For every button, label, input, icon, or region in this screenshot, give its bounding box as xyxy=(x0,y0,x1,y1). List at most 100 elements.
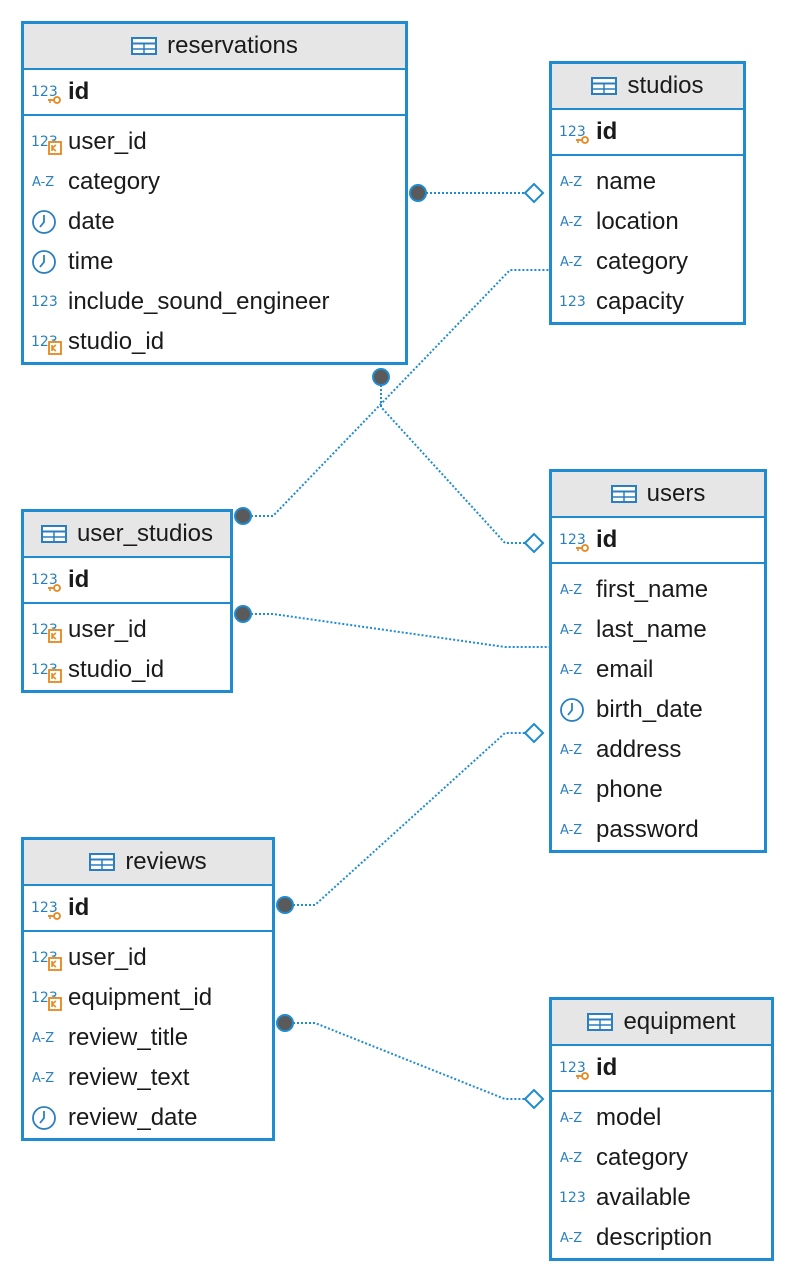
svg-text:A-Z: A-Z xyxy=(32,1031,54,1046)
column-row[interactable]: A-Z address xyxy=(552,730,764,770)
svg-text:123: 123 xyxy=(559,1060,586,1076)
relationship-reviews-to-users[interactable] xyxy=(276,722,545,914)
many-end-dot xyxy=(276,1014,294,1032)
column-name: address xyxy=(596,736,682,763)
relationship-user-studios-to-studios[interactable] xyxy=(234,269,549,525)
entity-title: reviews xyxy=(125,848,207,875)
column-name: time xyxy=(68,248,114,275)
relationship-reviews-to-equipment[interactable] xyxy=(276,1014,545,1110)
column-name: location xyxy=(596,208,679,235)
table-icon xyxy=(591,77,618,95)
column-row[interactable]: A-Z first_name xyxy=(552,570,764,610)
column-name: phone xyxy=(596,776,663,803)
column-name: user_id xyxy=(68,616,147,643)
column-name: first_name xyxy=(596,576,709,603)
entity-header[interactable]: reservations xyxy=(24,24,405,70)
column-name: id xyxy=(68,78,90,105)
table-icon xyxy=(587,1013,614,1031)
column-name: birth_date xyxy=(596,696,703,723)
numeric-type-icon: 123 xyxy=(559,294,586,310)
relationship-reservations-to-studios[interactable] xyxy=(409,182,545,204)
clock-icon xyxy=(560,698,584,722)
primary-key-icon: 123 xyxy=(31,900,61,920)
table-icon xyxy=(89,853,116,871)
svg-text:123: 123 xyxy=(559,294,586,310)
svg-text:123: 123 xyxy=(31,294,58,310)
text-type-icon: A-Z xyxy=(560,783,582,798)
column-row[interactable]: birth_date xyxy=(552,690,764,730)
entity-header[interactable]: user_studios xyxy=(24,512,230,558)
table-icon xyxy=(40,525,67,543)
column-row[interactable]: time xyxy=(24,242,405,282)
entity-title: equipment xyxy=(623,1008,736,1035)
svg-text:A-Z: A-Z xyxy=(32,1071,54,1086)
column-row[interactable]: review_date xyxy=(24,1098,272,1138)
many-end-dot xyxy=(409,184,427,202)
entity-header[interactable]: users xyxy=(552,472,764,518)
text-type-icon: A-Z xyxy=(560,823,582,838)
entity-title: studios xyxy=(627,72,704,99)
svg-text:A-Z: A-Z xyxy=(560,1151,582,1166)
text-type-icon: A-Z xyxy=(32,175,54,190)
primary-key-icon: 123 xyxy=(559,1060,589,1080)
column-name: user_id xyxy=(68,128,147,155)
column-row[interactable]: date xyxy=(24,202,405,242)
svg-text:A-Z: A-Z xyxy=(560,783,582,798)
numeric-type-icon: 123 xyxy=(559,1190,586,1206)
column-name: user_id xyxy=(68,944,147,971)
relationship-reservations-to-users[interactable] xyxy=(372,368,545,554)
text-type-icon: A-Z xyxy=(560,583,582,598)
one-end-diamond xyxy=(523,722,545,744)
column-row[interactable]: 123 available xyxy=(552,1178,771,1218)
foreign-key-icon: 123 xyxy=(31,134,62,155)
relationship-user-studios-to-users[interactable] xyxy=(234,605,549,648)
foreign-key-icon: 123 xyxy=(31,662,62,683)
svg-text:A-Z: A-Z xyxy=(560,743,582,758)
entity-header[interactable]: reviews xyxy=(24,840,272,886)
column-row[interactable]: 123 user_id xyxy=(24,122,405,162)
column-name: review_date xyxy=(68,1104,198,1131)
entity-header[interactable]: studios xyxy=(552,64,743,110)
entity-header[interactable]: equipment xyxy=(552,1000,771,1046)
many-end-dot xyxy=(372,368,390,386)
column-row[interactable]: A-Z phone xyxy=(552,770,764,810)
column-name: id xyxy=(68,566,90,593)
entity-title: users xyxy=(646,480,706,507)
svg-text:A-Z: A-Z xyxy=(560,623,582,638)
column-name: available xyxy=(596,1184,691,1211)
